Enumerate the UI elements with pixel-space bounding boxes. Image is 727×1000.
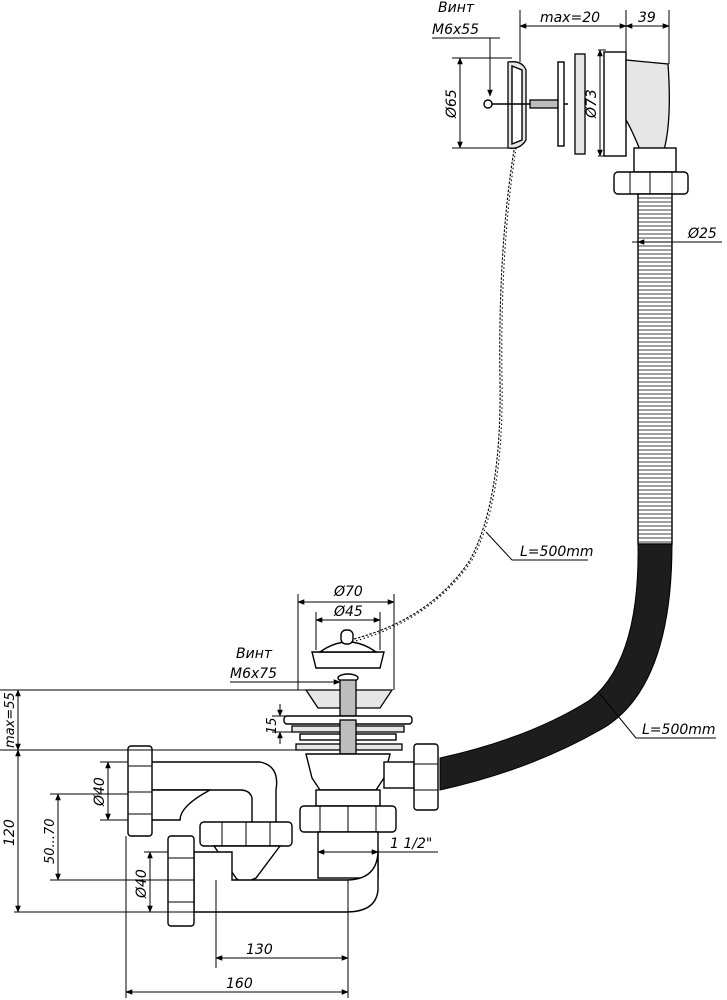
drain-plug <box>311 651 385 669</box>
screw-mid-size: M6x75 <box>230 666 277 682</box>
dim-d65: Ø65 <box>444 89 460 119</box>
dim-d25: Ø25 <box>687 226 717 242</box>
overflow-hose-nut <box>613 171 689 195</box>
dim-d73: Ø73 <box>584 89 600 119</box>
dim-120: 120 <box>2 819 18 846</box>
chain-length: L=500mm <box>520 544 594 560</box>
dim-d40-upper: Ø40 <box>92 777 108 807</box>
drain-body <box>305 753 391 791</box>
upper-outlet-nut <box>127 745 153 837</box>
drain-assembly <box>283 629 439 879</box>
dim-50-70: 50...70 <box>43 819 58 864</box>
dim-max20: max=20 <box>540 10 600 26</box>
corrugated-hose-straight <box>637 193 673 545</box>
screw-top-title: Винт <box>438 0 475 16</box>
corrugated-hose-curve <box>439 543 673 791</box>
overflow-elbow <box>625 59 670 151</box>
drain-hose-nut <box>413 743 439 811</box>
screw-mid-title: Винт <box>236 646 273 662</box>
screw-top-size: M6x55 <box>432 22 479 38</box>
overflow-assembly <box>483 51 689 195</box>
siphon-trap <box>127 745 379 927</box>
dim-d40-lower: Ø40 <box>134 869 150 899</box>
lower-outlet-pipe <box>193 849 379 913</box>
dim-thread: 1 1/2" <box>390 836 432 852</box>
dim-d70: Ø70 <box>333 584 363 600</box>
overflow-flange <box>603 51 627 157</box>
dim-39: 39 <box>638 10 656 26</box>
dim-130: 130 <box>246 942 273 958</box>
overflow-gasket <box>557 61 565 147</box>
dim-15: 15 <box>265 717 280 734</box>
dim-max55: max=55 <box>3 692 18 748</box>
drain-side-outlet <box>383 761 415 789</box>
dim-160: 160 <box>226 976 253 992</box>
hose-length: L=500mm <box>642 722 716 738</box>
plug-chain <box>349 147 517 643</box>
dim-d45: Ø45 <box>333 604 363 620</box>
drain-vertical-pipe <box>317 831 379 879</box>
